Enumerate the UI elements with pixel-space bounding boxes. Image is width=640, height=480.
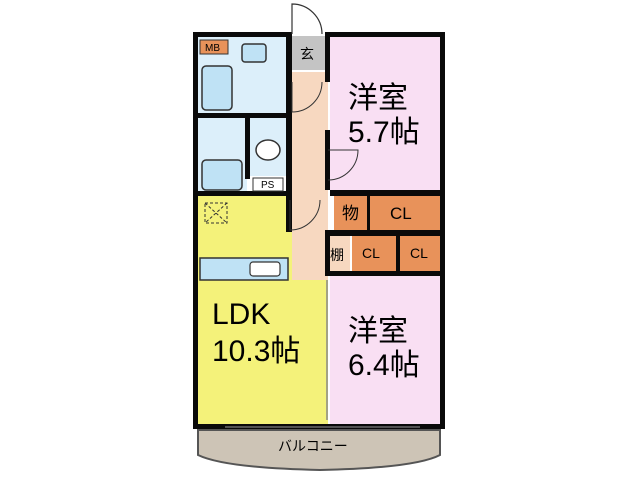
svg-text:洋室: 洋室 [348, 315, 408, 348]
label-pipe-space: PS [261, 180, 275, 191]
label-meter-box: MB [205, 43, 220, 54]
label-closet-3: CL [410, 245, 428, 261]
balcony-area [197, 429, 441, 472]
label-balcony: バルコニー [278, 438, 348, 454]
svg-text:洋室: 洋室 [348, 82, 408, 115]
svg-text:6.4帖: 6.4帖 [348, 349, 420, 382]
closet-block-2 [352, 235, 396, 272]
room-label-western-bottom: 洋室 6.4帖 [348, 315, 420, 382]
entrance-door [291, 3, 323, 35]
toilet-icon [255, 139, 281, 161]
label-entrance: 玄 [300, 46, 314, 62]
range-hood-icon [204, 202, 228, 224]
closet-block-3 [400, 235, 441, 272]
label-closet-2: CL [362, 245, 380, 261]
svg-text:5.7帖: 5.7帖 [348, 116, 420, 149]
room-label-western-top: 洋室 5.7帖 [348, 82, 420, 149]
svg-text:LDK: LDK [212, 298, 270, 331]
storage-block [334, 196, 367, 230]
label-closet-1: CL [390, 204, 412, 223]
label-shelf: 棚 [330, 247, 344, 263]
washer-icon [201, 159, 243, 191]
sink-icon [241, 43, 267, 63]
kitchen-sink-icon [249, 261, 281, 277]
bathtub-icon [201, 65, 233, 111]
room-label-ldk: LDK 10.3帖 [212, 298, 300, 368]
closet-block-1 [369, 196, 441, 230]
label-storage: 物 [342, 204, 359, 223]
shelf-block [329, 235, 350, 272]
entrance-area [292, 36, 328, 70]
western-room-top [330, 36, 442, 192]
ldk-room-lower [197, 280, 328, 424]
western-room-bottom [330, 275, 442, 424]
hallway [292, 72, 328, 280]
svg-text:10.3帖: 10.3帖 [212, 335, 300, 368]
